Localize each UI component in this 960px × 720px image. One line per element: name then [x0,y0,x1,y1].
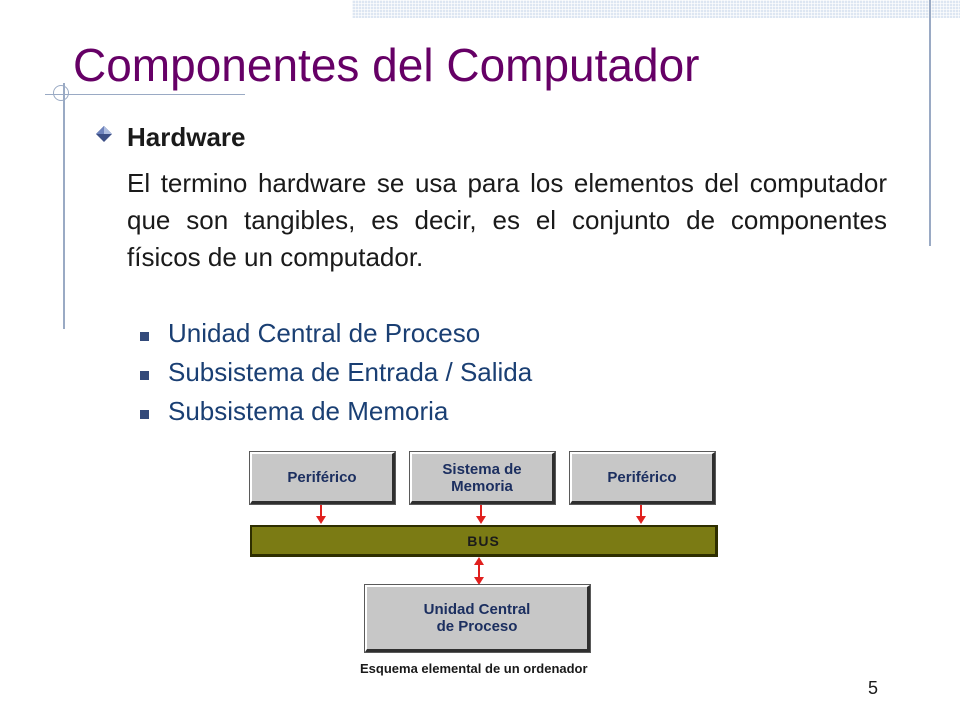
decorative-band [352,0,960,18]
bullet-text: Subsistema de Memoria [168,396,449,426]
decorative-circle [53,85,69,101]
decorative-line-left [63,83,65,329]
arrow-down-icon [476,505,486,524]
page-number: 5 [868,678,879,698]
arrow-down-icon [636,505,646,524]
arrow-down-icon [316,505,326,524]
slide-title: Componentes del Computador [73,39,700,91]
decorative-line-horizontal [45,94,245,95]
diagram-caption: Esquema elemental de un ordenador [360,661,588,676]
cpu-box: Unidad Central de Proceso [364,584,591,653]
bus-label: BUS [467,532,500,549]
peripheral-right-box: Periférico [569,451,716,505]
bullet-text: Subsistema de Entrada / Salida [168,357,533,387]
double-arrow-icon [474,557,484,585]
bus-bar: BUS [250,525,718,557]
square-bullet-icon [140,410,149,419]
square-bullet-icon [140,371,149,380]
section-heading: Hardware [127,122,246,152]
peripheral-left-label: Periférico [287,469,357,486]
memory-system-label: Sistema de Memoria [442,460,522,495]
cpu-label: Unidad Central de Proceso [423,601,531,635]
bullet-text: Unidad Central de Proceso [168,318,481,348]
peripheral-left-box: Periférico [249,451,396,505]
diamond-bullet-icon [96,126,112,142]
body-paragraph: El termino hardware se usa para los elem… [127,168,887,272]
decorative-line-right [929,0,931,246]
peripheral-right-label: Periférico [607,469,677,486]
square-bullet-icon [140,332,149,341]
memory-system-box: Sistema de Memoria [409,451,556,505]
